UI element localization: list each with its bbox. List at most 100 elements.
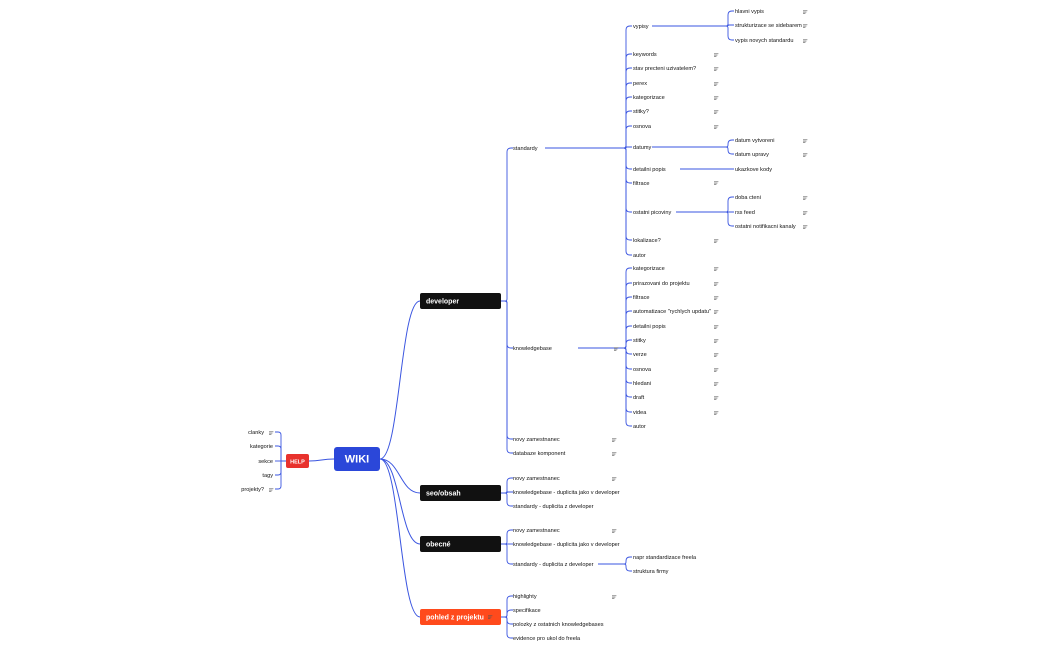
topic-label[interactable]: datum upravy bbox=[735, 152, 769, 158]
note-icon[interactable] bbox=[714, 267, 719, 271]
note-icon[interactable] bbox=[612, 529, 617, 533]
note-icon[interactable] bbox=[714, 181, 719, 185]
topic-label[interactable]: kategorizace bbox=[633, 266, 665, 272]
note-icon[interactable] bbox=[269, 488, 274, 492]
note-icon[interactable] bbox=[714, 368, 719, 372]
note-icon[interactable] bbox=[803, 196, 808, 200]
topic-label[interactable]: struktura firmy bbox=[633, 569, 669, 575]
topic-label[interactable]: autor bbox=[633, 253, 646, 259]
topic-label[interactable]: kategorizace bbox=[633, 95, 665, 101]
connector bbox=[545, 125, 632, 149]
help-item[interactable]: clanky bbox=[248, 430, 264, 436]
branch-node-seo-obsah[interactable]: seo/obsah bbox=[420, 485, 501, 501]
topic-label[interactable]: prirazovani do projektu bbox=[633, 281, 690, 287]
topic-label[interactable]: napr standardizace freela bbox=[633, 555, 697, 561]
topic-label[interactable]: knowledgebase bbox=[513, 346, 552, 352]
topic-label[interactable]: filtrace bbox=[633, 295, 649, 301]
topic-label[interactable]: detailni popis bbox=[633, 324, 666, 330]
topic-label[interactable]: vypisy bbox=[633, 24, 649, 30]
note-icon[interactable] bbox=[714, 53, 719, 57]
note-icon[interactable] bbox=[803, 225, 808, 229]
topic-label[interactable]: rss feed bbox=[735, 210, 755, 216]
topic-label[interactable]: verze bbox=[633, 352, 647, 358]
topic-label[interactable]: ostatni notifikacni kanaly bbox=[735, 224, 796, 230]
note-icon[interactable] bbox=[714, 325, 719, 329]
topic-label[interactable]: novy zamestnanec bbox=[513, 476, 560, 482]
topic-label[interactable]: datum vytvoreni bbox=[735, 138, 774, 144]
connector bbox=[545, 110, 632, 149]
note-icon[interactable] bbox=[714, 411, 719, 415]
note-icon[interactable] bbox=[714, 382, 719, 386]
connector bbox=[545, 147, 632, 213]
note-icon[interactable] bbox=[714, 67, 719, 71]
note-icon[interactable] bbox=[714, 396, 719, 400]
topic-label[interactable]: standardy - duplicita z developer bbox=[513, 562, 594, 568]
note-icon[interactable] bbox=[612, 595, 617, 599]
topic-label[interactable]: databaze komponent bbox=[513, 451, 566, 457]
topic-label[interactable]: osnova bbox=[633, 124, 652, 130]
note-icon[interactable] bbox=[488, 615, 493, 619]
note-icon[interactable] bbox=[269, 431, 274, 435]
topic-label[interactable]: autor bbox=[633, 424, 646, 430]
note-icon[interactable] bbox=[803, 10, 808, 14]
note-icon[interactable] bbox=[614, 347, 619, 351]
topic-label[interactable]: standardy - duplicita z developer bbox=[513, 504, 594, 510]
topic-label[interactable]: videa bbox=[633, 410, 647, 416]
branch-node-developer[interactable]: developer bbox=[420, 293, 501, 309]
note-icon[interactable] bbox=[714, 125, 719, 129]
topic-label[interactable]: highlighty bbox=[513, 594, 537, 600]
topic-label[interactable]: knowledgebase - duplicita jako v develop… bbox=[513, 542, 620, 548]
topic-label[interactable]: stitky? bbox=[633, 109, 649, 115]
note-icon[interactable] bbox=[803, 39, 808, 43]
topic-label[interactable]: perex bbox=[633, 81, 647, 87]
note-icon[interactable] bbox=[612, 438, 617, 442]
help-item[interactable]: projekty? bbox=[241, 487, 264, 493]
note-icon[interactable] bbox=[714, 282, 719, 286]
topic-label[interactable]: osnova bbox=[633, 367, 652, 373]
topic-label[interactable]: doba cteni bbox=[735, 195, 761, 201]
note-icon[interactable] bbox=[803, 24, 808, 28]
note-icon[interactable] bbox=[714, 296, 719, 300]
topic-label[interactable]: ukazkove kody bbox=[735, 167, 772, 173]
topic-label[interactable]: novy zamestnanec bbox=[513, 528, 560, 534]
topic-label[interactable]: strukturizace se sidebarem bbox=[735, 23, 802, 29]
help-node[interactable]: HELP bbox=[286, 454, 309, 468]
topic-label[interactable]: polozky z ostatnich knowledgebases bbox=[513, 622, 604, 628]
note-icon[interactable] bbox=[714, 239, 719, 243]
note-icon[interactable] bbox=[612, 477, 617, 481]
topic-label[interactable]: evidence pro ukol do freela bbox=[513, 636, 581, 642]
topic-label[interactable]: datumy bbox=[633, 145, 652, 151]
topic-label[interactable]: standardy bbox=[513, 146, 538, 152]
topic-label[interactable]: vypis novych standardu bbox=[735, 38, 793, 44]
topic-label[interactable]: hlavni vypis bbox=[735, 9, 764, 15]
note-icon[interactable] bbox=[612, 452, 617, 456]
note-icon[interactable] bbox=[714, 82, 719, 86]
note-icon[interactable] bbox=[803, 211, 808, 215]
help-item[interactable]: kategorie bbox=[250, 444, 273, 450]
topic-label[interactable]: novy zamestnanec bbox=[513, 437, 560, 443]
note-icon[interactable] bbox=[714, 339, 719, 343]
topic-label[interactable]: draft bbox=[633, 395, 645, 401]
topic-label[interactable]: knowledgebase - duplicita jako v develop… bbox=[513, 490, 620, 496]
note-icon[interactable] bbox=[714, 310, 719, 314]
note-icon[interactable] bbox=[714, 96, 719, 100]
topic-label[interactable]: specifikace bbox=[513, 608, 541, 614]
note-icon[interactable] bbox=[803, 153, 808, 157]
topic-label[interactable]: stav precteni uzivatelem? bbox=[633, 66, 696, 72]
topic-label[interactable]: ostatni picoviny bbox=[633, 210, 671, 216]
topic-label[interactable]: lokalizace? bbox=[633, 238, 661, 244]
topic-label[interactable]: filtrace bbox=[633, 181, 649, 187]
topic-label[interactable]: stitky bbox=[633, 338, 646, 344]
topic-label[interactable]: hledani bbox=[633, 381, 651, 387]
branch-node-obecne[interactable]: obecné bbox=[420, 536, 501, 552]
topic-label[interactable]: automatizace "rychlych updatu" bbox=[633, 309, 711, 315]
branch-node-pohled-z-projektu[interactable]: pohled z projektu bbox=[420, 609, 501, 625]
help-item[interactable]: sekce bbox=[258, 459, 273, 465]
topic-label[interactable]: detailni popis bbox=[633, 167, 666, 173]
help-item[interactable]: tagy bbox=[262, 473, 273, 479]
note-icon[interactable] bbox=[714, 110, 719, 114]
note-icon[interactable] bbox=[714, 353, 719, 357]
root-node[interactable]: WIKI bbox=[334, 447, 380, 471]
topic-label[interactable]: keywords bbox=[633, 52, 657, 58]
note-icon[interactable] bbox=[803, 139, 808, 143]
